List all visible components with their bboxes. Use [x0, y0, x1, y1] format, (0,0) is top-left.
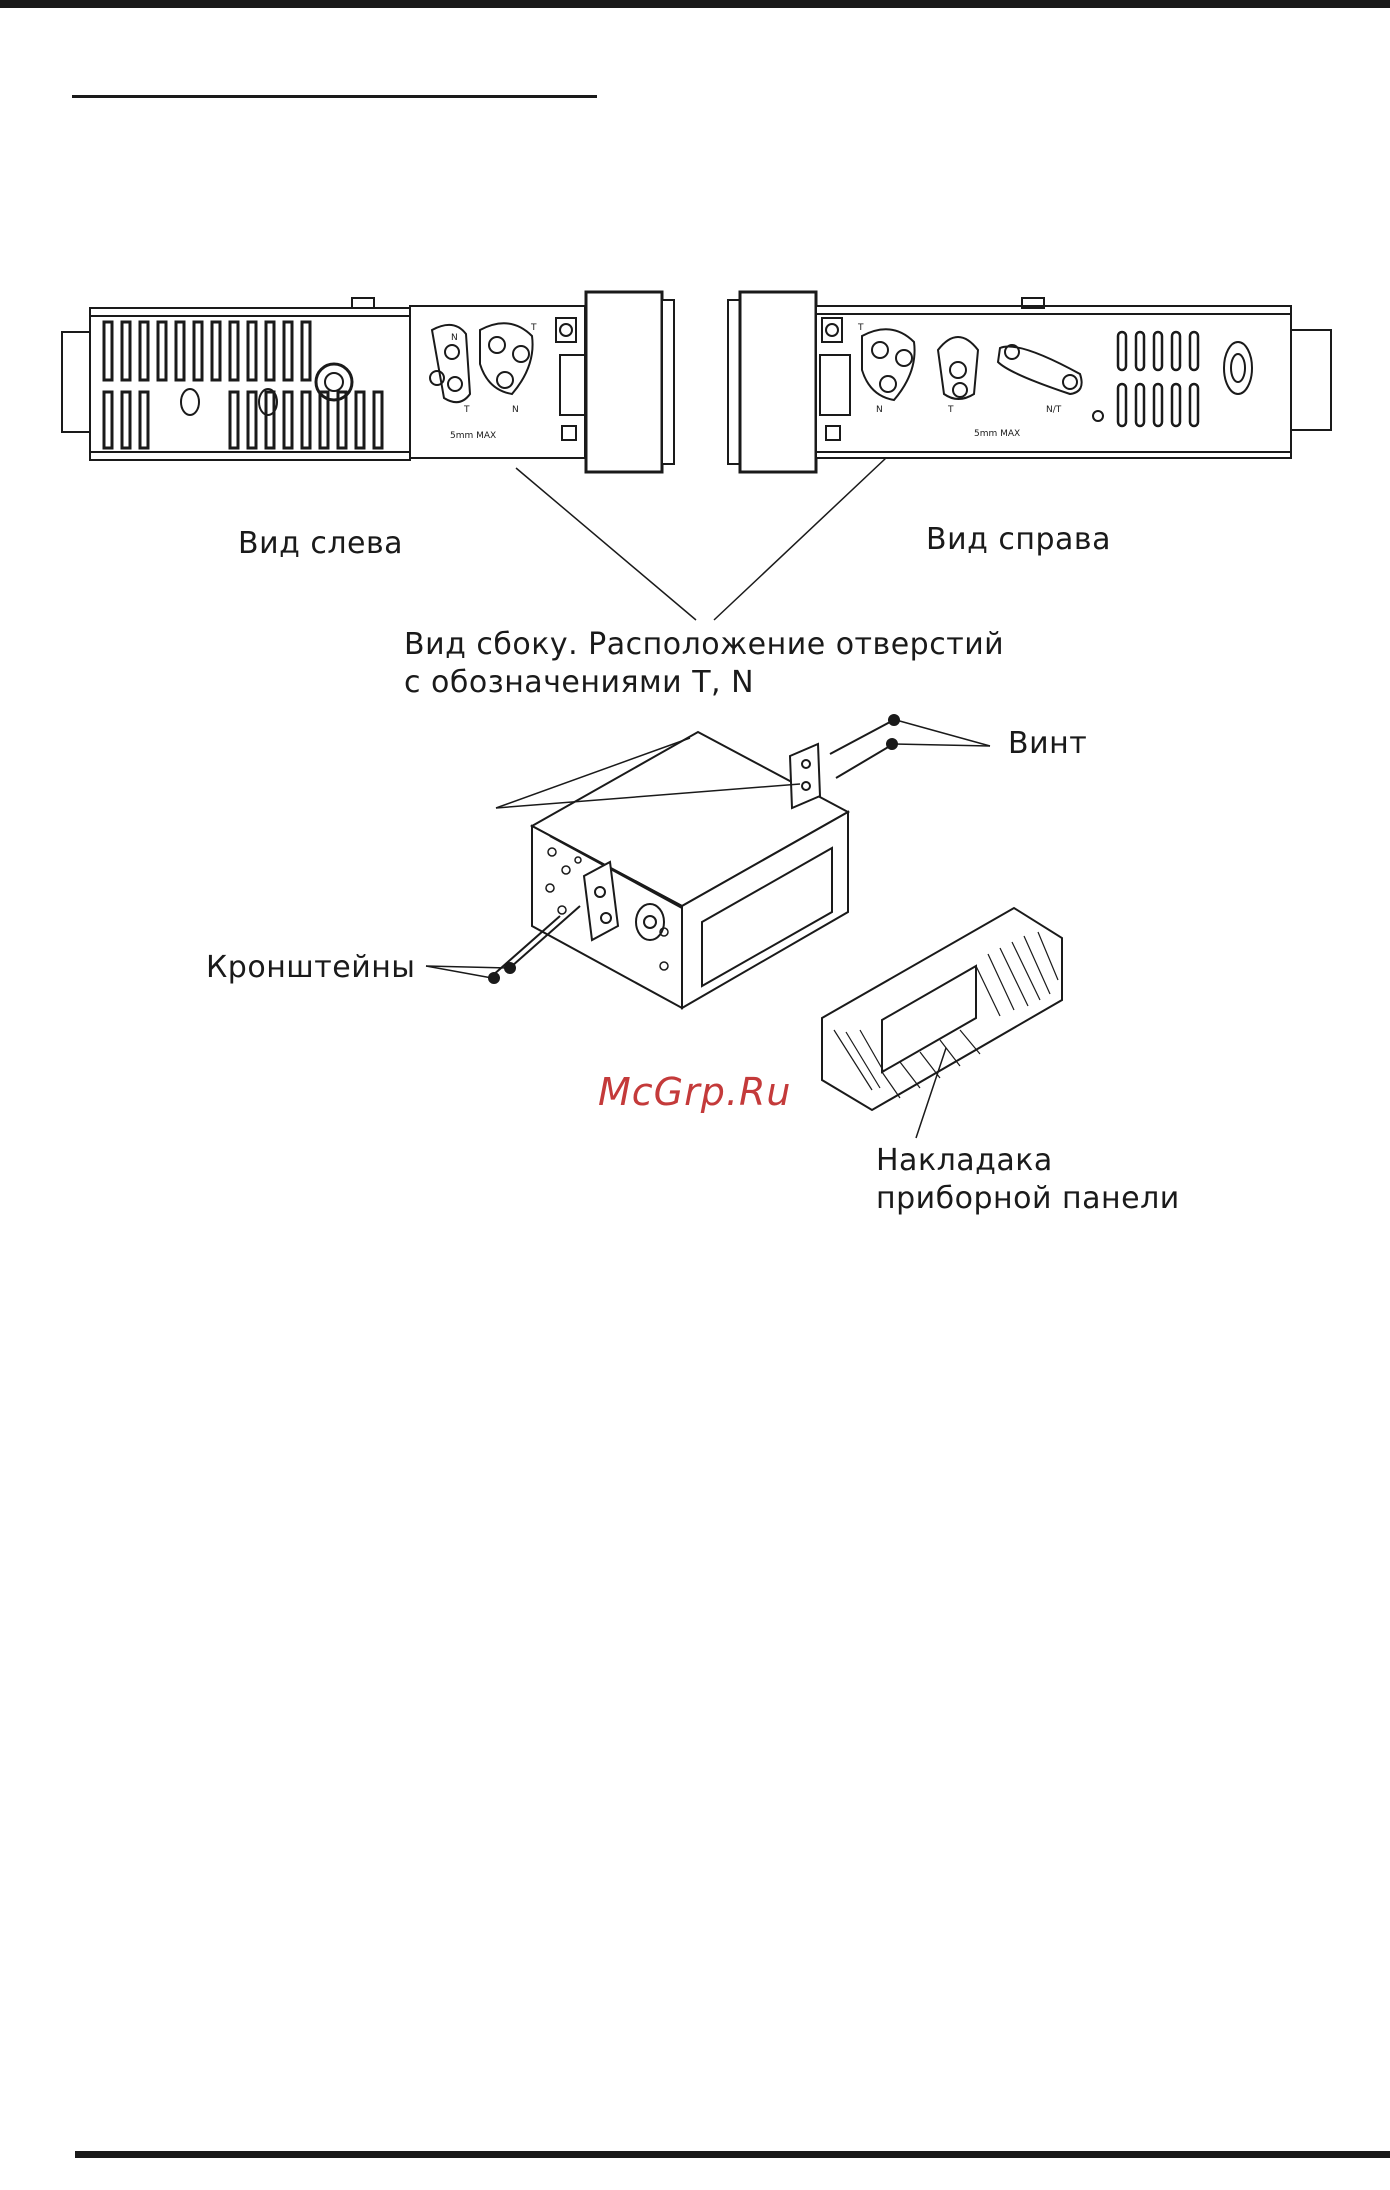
leader-screw-b [894, 744, 990, 746]
screw-caption: Винт [1008, 726, 1087, 761]
right-mark-n: N [876, 405, 883, 415]
side-view-caption: Вид сбоку. Расположение отверстий с обоз… [404, 626, 1004, 702]
right-mark-t-top: T [857, 323, 864, 333]
left-side-view-unit [62, 292, 674, 472]
left-mark-n-top: N [451, 333, 458, 343]
leader-screw-a [896, 720, 990, 746]
brackets-caption: Кронштейны [206, 950, 416, 985]
right-mark-nt: N/T [1046, 405, 1062, 415]
leader-left-view [516, 468, 696, 620]
left-mark-t: T [463, 405, 470, 415]
isometric-sleeve [489, 715, 899, 1008]
left-mark-n: N [512, 405, 519, 415]
right-side-view-unit [728, 292, 1331, 472]
right-mark-max: 5mm MAX [974, 429, 1020, 439]
left-view-caption: Вид слева [238, 526, 403, 561]
watermark: McGrp.Ru [598, 1070, 791, 1114]
right-mark-t: T [947, 405, 954, 415]
left-mark-t-top: T [530, 323, 537, 333]
left-mark-max: 5mm MAX [450, 431, 496, 441]
right-view-caption: Вид справа [926, 522, 1111, 557]
dash-trim-caption: Накладака приборной панели [876, 1142, 1180, 1218]
dash-trim-plate [822, 908, 1062, 1110]
leader-right-view [714, 458, 886, 620]
